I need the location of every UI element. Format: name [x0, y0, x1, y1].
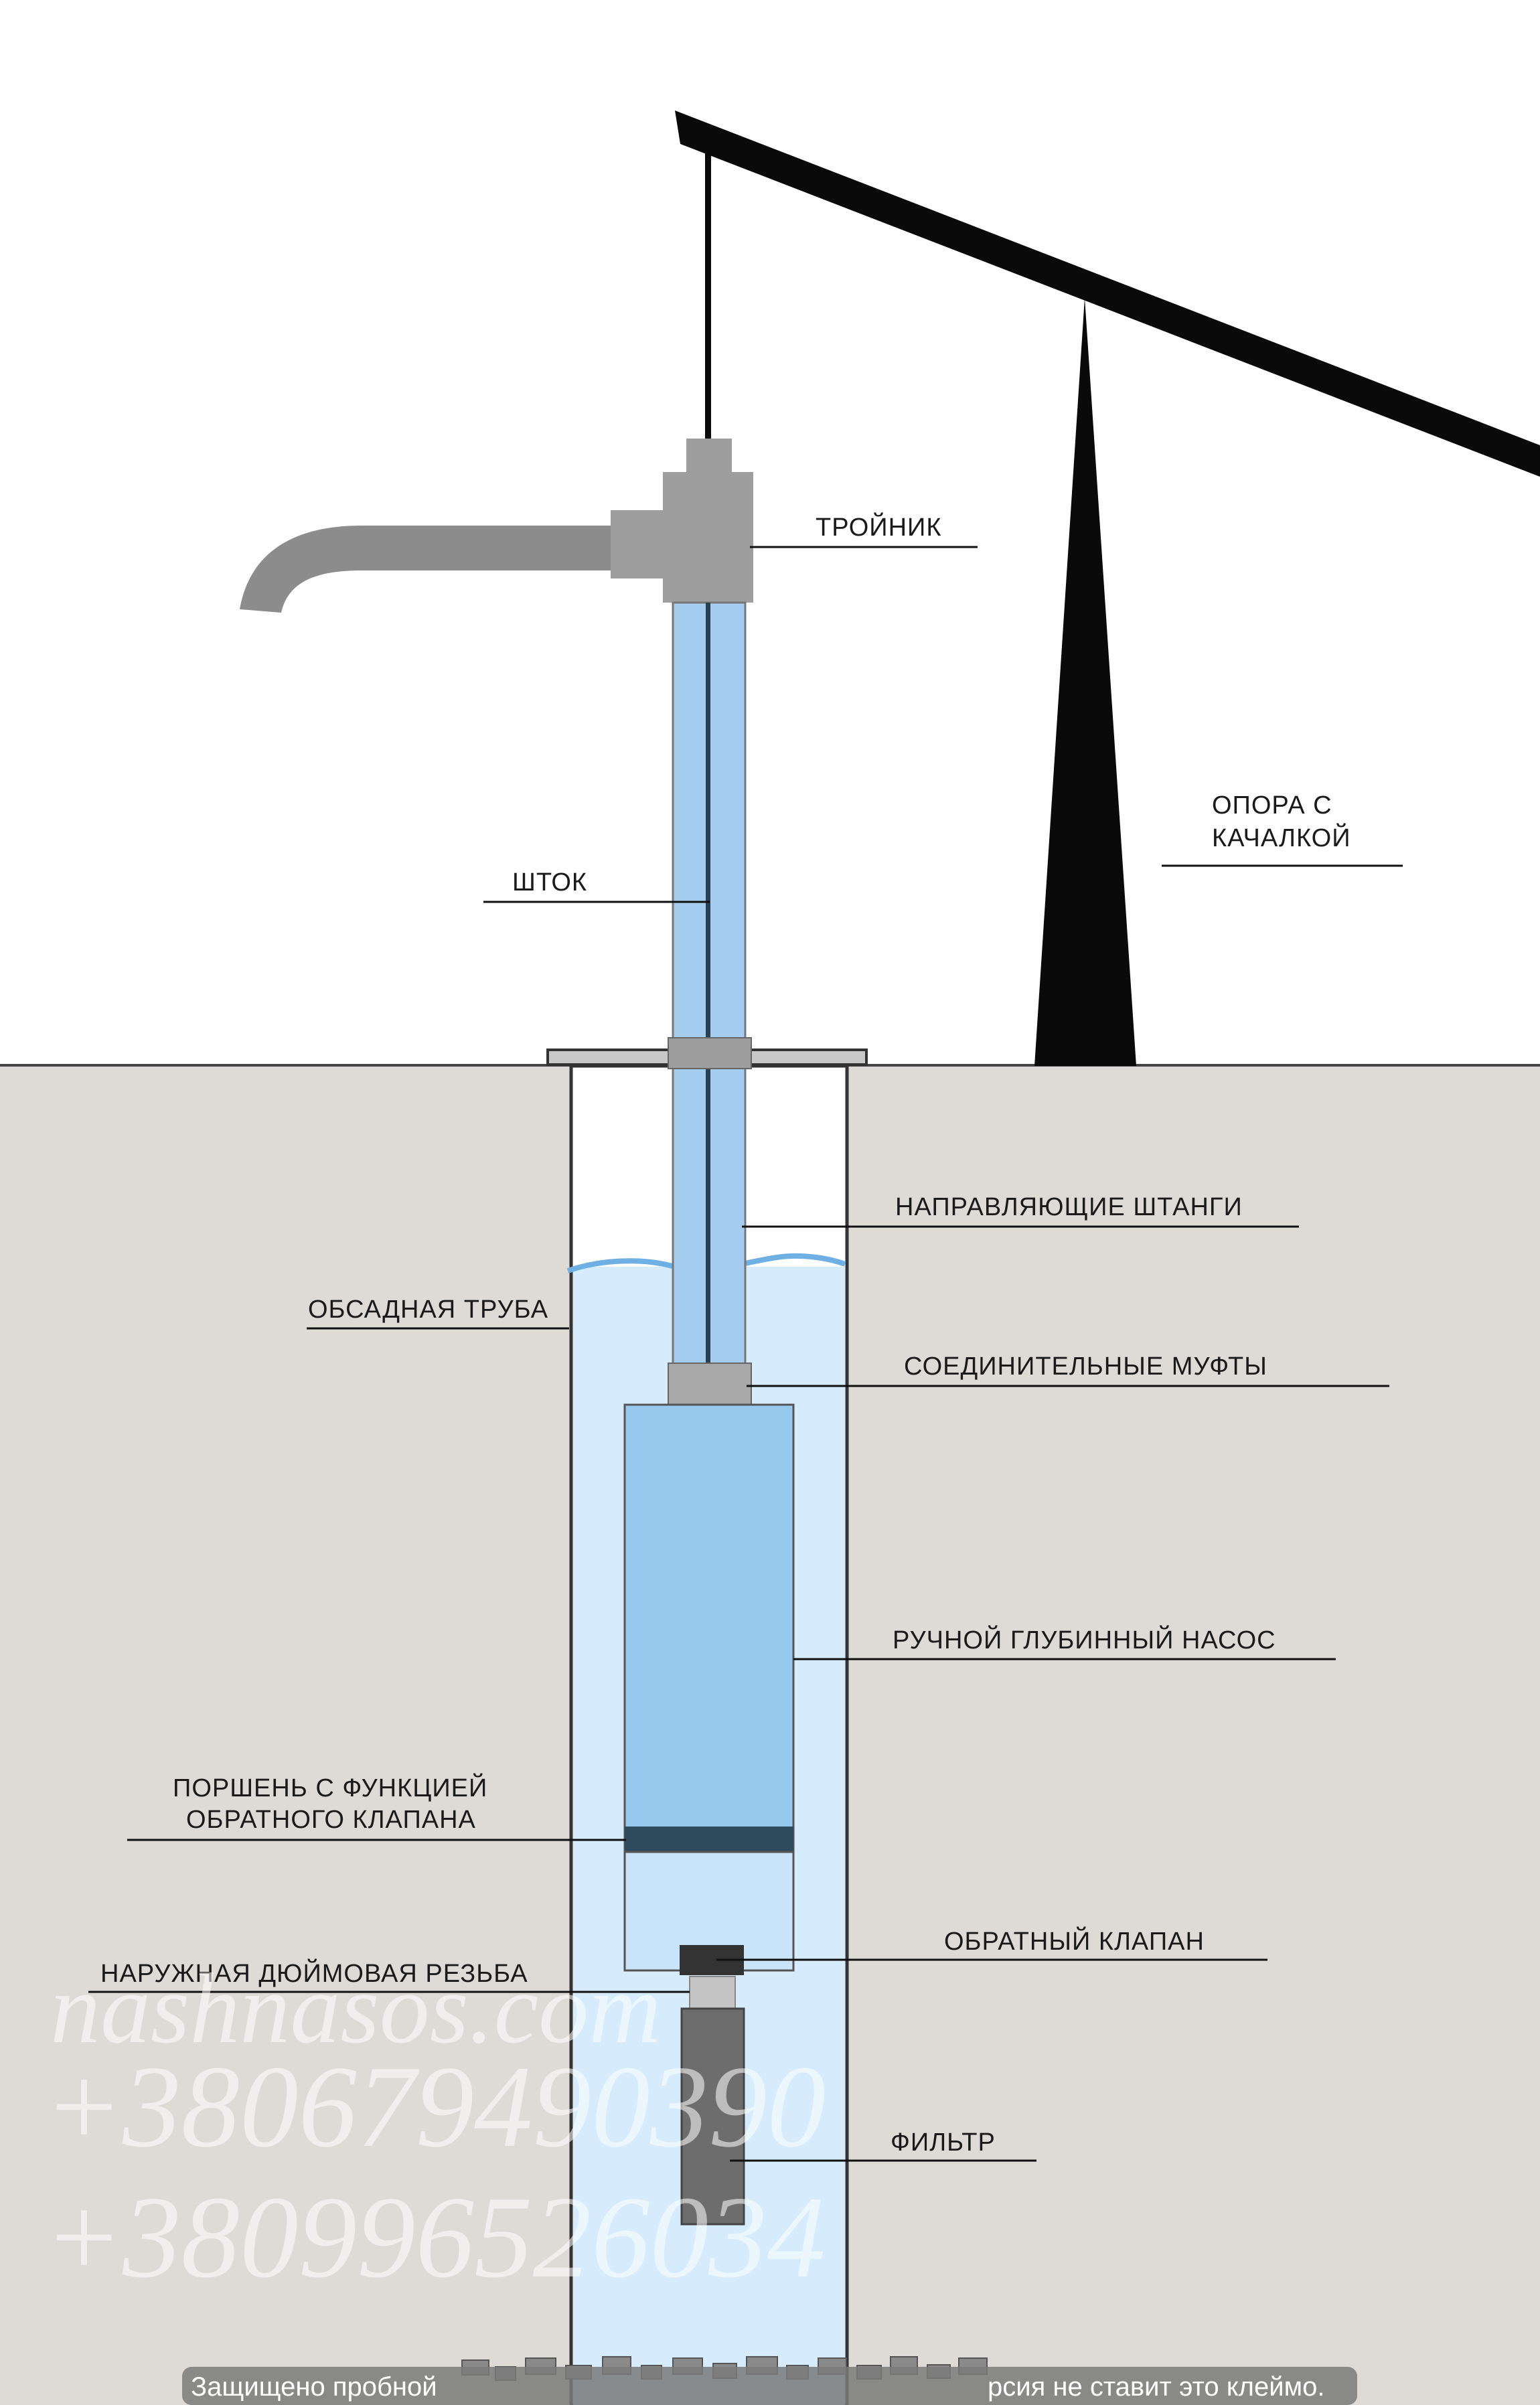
label-piston-line2: ОБРАТНОГО КЛАПАНА [186, 1806, 476, 1834]
beam-hanger-rod [705, 151, 711, 439]
label-couplings: СОЕДИНИТЕЛЬНЫЕ МУФТЫ [904, 1352, 1267, 1381]
label-filter: ФИЛЬТР [891, 2128, 996, 2157]
label-rod: ШТОК [512, 868, 587, 897]
label-support-line2: КАЧАЛКОЙ [1212, 822, 1351, 852]
label-tee: ТРОЙНИК [816, 512, 941, 542]
watermark-phone2: +380996526034 [44, 2172, 826, 2302]
watermark-phone1: +380679490390 [44, 2041, 826, 2171]
spout [240, 526, 616, 613]
rod [706, 603, 710, 1821]
label-thread: НАРУЖНАЯ ДЮЙМОВАЯ РЕЗЬБА [100, 1958, 528, 1988]
label-support-line1: ОПОРА С [1212, 791, 1332, 820]
label-check-valve: ОБРАТНЫЙ КЛАПАН [944, 1926, 1205, 1956]
watermark-site: nashnasos.com [50, 1953, 662, 2064]
tee-side [611, 510, 668, 578]
label-pump: РУЧНОЙ ГЛУБИННЫЙ НАСОС [893, 1624, 1276, 1654]
label-casing: ОБСАДНАЯ ТРУБА [308, 1296, 548, 1324]
leader-lines [88, 546, 1403, 2162]
thread-connector [689, 1976, 736, 2012]
filter [680, 2007, 745, 2226]
protection-banner [182, 2367, 1357, 2405]
banner-text-right: рсия не ставит это клеймо. [988, 2372, 1324, 2402]
label-guide-rods: НАПРАВЛЯЮЩИЕ ШТАНГИ [895, 1193, 1243, 1221]
top-coupling [668, 1037, 752, 1069]
label-piston-line1: ПОРШЕНЬ С ФУНКЦИЕЙ [173, 1772, 487, 1802]
tee-body [663, 472, 753, 603]
banner-text-left: Защищено пробной [191, 2372, 437, 2402]
piston [625, 1827, 793, 1852]
tee-top [686, 439, 732, 475]
rocker-beam [675, 110, 1540, 477]
rocker-support [1034, 298, 1136, 1066]
